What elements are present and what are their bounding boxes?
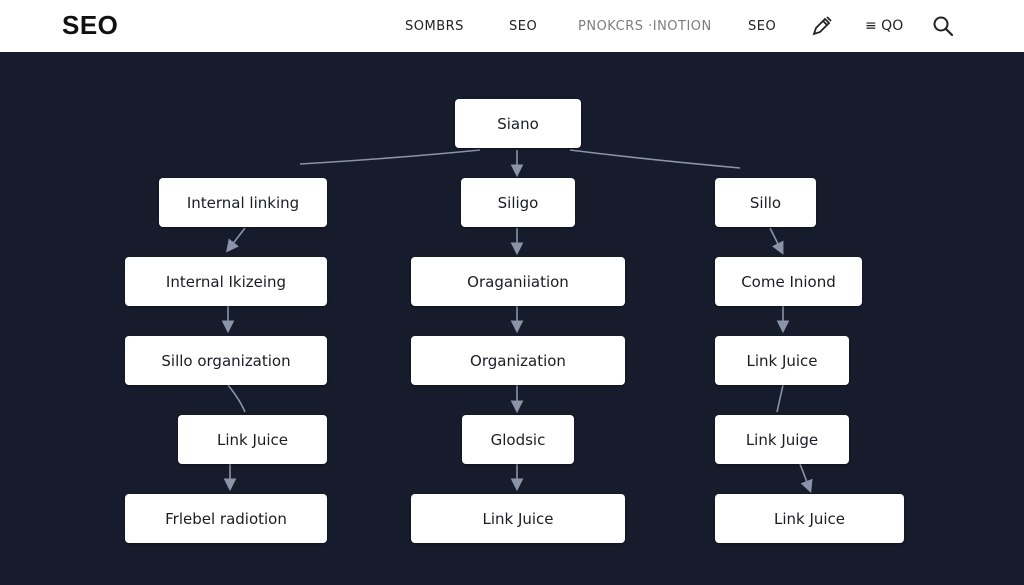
node-col1-4[interactable]: Link Juice: [178, 415, 327, 464]
nav-item-pnokcrs-inotion[interactable]: PNOKCRS ·INOTION: [578, 19, 712, 34]
diagram-canvas: Siano Internal linking Internal Ikizeing…: [0, 52, 1024, 585]
edge-root-left: [299, 149, 481, 165]
top-bar: SEO SOMBRS SEO PNOKCRS ·INOTION SEO ≡ QO: [0, 0, 1024, 52]
node-col1-2[interactable]: Internal Ikizeing: [125, 257, 327, 306]
node-col3-4[interactable]: Link Juige: [715, 415, 849, 464]
node-col2-1[interactable]: Siligo: [461, 178, 575, 227]
node-col3-1[interactable]: Sillo: [715, 178, 816, 227]
logo[interactable]: SEO: [62, 10, 119, 40]
node-col3-2[interactable]: Come Iniond: [715, 257, 862, 306]
edge-col3-4: [799, 463, 813, 493]
node-col1-5[interactable]: Frlebel radiotion: [125, 494, 327, 543]
node-root[interactable]: Siano: [455, 99, 581, 148]
node-col2-4[interactable]: Glodsic: [462, 415, 574, 464]
connector-lines: [221, 149, 813, 493]
pen-icon[interactable]: [810, 14, 834, 38]
node-col3-5[interactable]: Link Juice: [715, 494, 904, 543]
edge-root-right: [569, 149, 741, 169]
node-col1-1[interactable]: Internal linking: [159, 178, 327, 227]
nav-item-seo-2[interactable]: SEO: [748, 19, 777, 34]
node-col2-5[interactable]: Link Juice: [411, 494, 625, 543]
node-col1-3[interactable]: Sillo organization: [125, 336, 327, 385]
edge-col1-1: [226, 227, 246, 253]
nav-item-sombrs[interactable]: SOMBRS: [405, 19, 464, 34]
edge-col3-1: [769, 227, 784, 255]
edge-col1-3: [227, 384, 246, 413]
node-col2-3[interactable]: Organization: [411, 336, 625, 385]
node-col3-3[interactable]: Link Juice: [715, 336, 849, 385]
menu-icon[interactable]: ≡ QO: [865, 18, 904, 34]
node-col2-2[interactable]: Oraganiiation: [411, 257, 625, 306]
nav-item-seo[interactable]: SEO: [509, 19, 538, 34]
edge-col3-3: [776, 384, 784, 413]
search-icon[interactable]: [931, 14, 955, 38]
